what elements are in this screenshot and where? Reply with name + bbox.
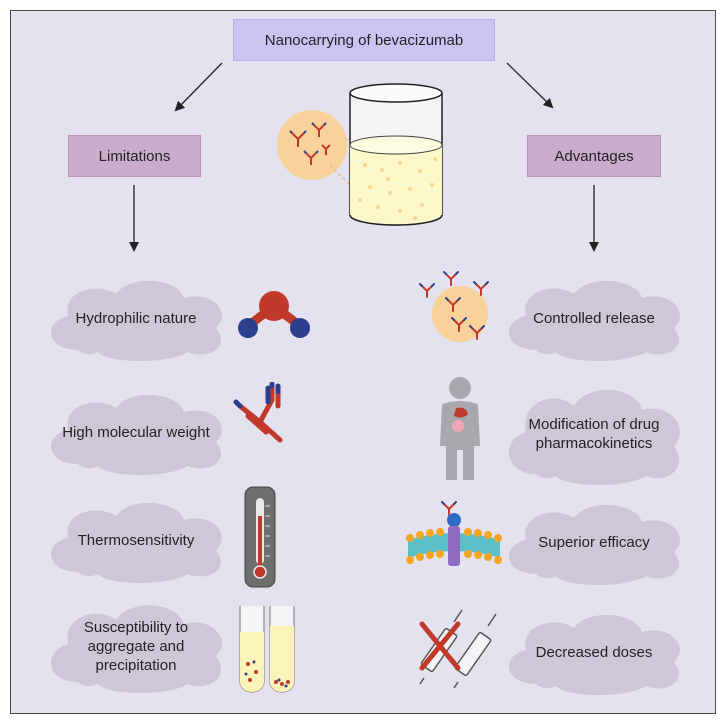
cloud-shape	[508, 389, 680, 485]
limitation-text-2: High molecular weight	[62, 423, 210, 441]
cloud-advantage-2: Modification of drug pharmacokinetics	[496, 380, 692, 488]
limitation-text-4: Susceptibility to aggregate and precipit…	[83, 618, 189, 674]
title-text: Nanocarrying of bevacizumab	[264, 31, 464, 49]
arrow-to-advantages	[506, 62, 554, 109]
cloud-shape	[50, 394, 222, 475]
limitation-text-1: Hydrophilic nature	[75, 309, 197, 327]
syringes-crossed-icon	[419, 609, 497, 689]
beaker-illustration	[277, 83, 443, 226]
limitations-header: Limitations	[68, 135, 201, 177]
cloud-shape	[508, 614, 680, 695]
beaker	[349, 83, 443, 226]
advantage-text-2: Modification of drug pharmacokinetics	[528, 416, 660, 452]
human-body-icon	[440, 377, 480, 480]
cloud-limitation-3: Thermosensitivity	[38, 494, 234, 586]
advantages-header: Advantages	[527, 135, 661, 177]
cloud-shape	[508, 280, 680, 361]
advantage-text-4: Decreased doses	[535, 643, 653, 661]
cloud-limitation-1: Hydrophilic nature	[38, 272, 234, 364]
cell-membrane-icon	[406, 501, 502, 566]
cloud-shape	[508, 504, 680, 585]
cloud-limitation-4: Susceptibility to aggregate and precipit…	[38, 596, 234, 696]
limitation-text-3: Thermosensitivity	[77, 531, 195, 549]
test-tubes-icon	[239, 606, 295, 693]
arrow-to-limitations	[174, 62, 223, 112]
zoom-circle	[277, 110, 347, 180]
cloud-shape	[50, 605, 222, 693]
cloud-advantage-1: Controlled release	[496, 272, 692, 364]
cloud-shape	[50, 280, 222, 361]
cloud-advantage-3: Superior efficacy	[496, 496, 692, 588]
title-box: Nanocarrying of bevacizumab	[233, 19, 495, 61]
advantage-text-3: Superior efficacy	[538, 533, 650, 551]
cloud-shape	[50, 502, 222, 583]
advantages-label: Advantages	[554, 147, 634, 165]
advantage-text-1: Controlled release	[533, 309, 655, 327]
thermometer-icon	[244, 486, 276, 588]
antibody-icon	[289, 122, 331, 165]
cloud-limitation-2: High molecular weight	[38, 386, 234, 478]
nanoparticle-release-icon	[419, 271, 489, 342]
antibody-icon	[233, 382, 283, 443]
limitations-label: Limitations	[98, 147, 171, 165]
cloud-advantage-4: Decreased doses	[496, 606, 692, 698]
water-molecule-icon	[238, 291, 310, 338]
